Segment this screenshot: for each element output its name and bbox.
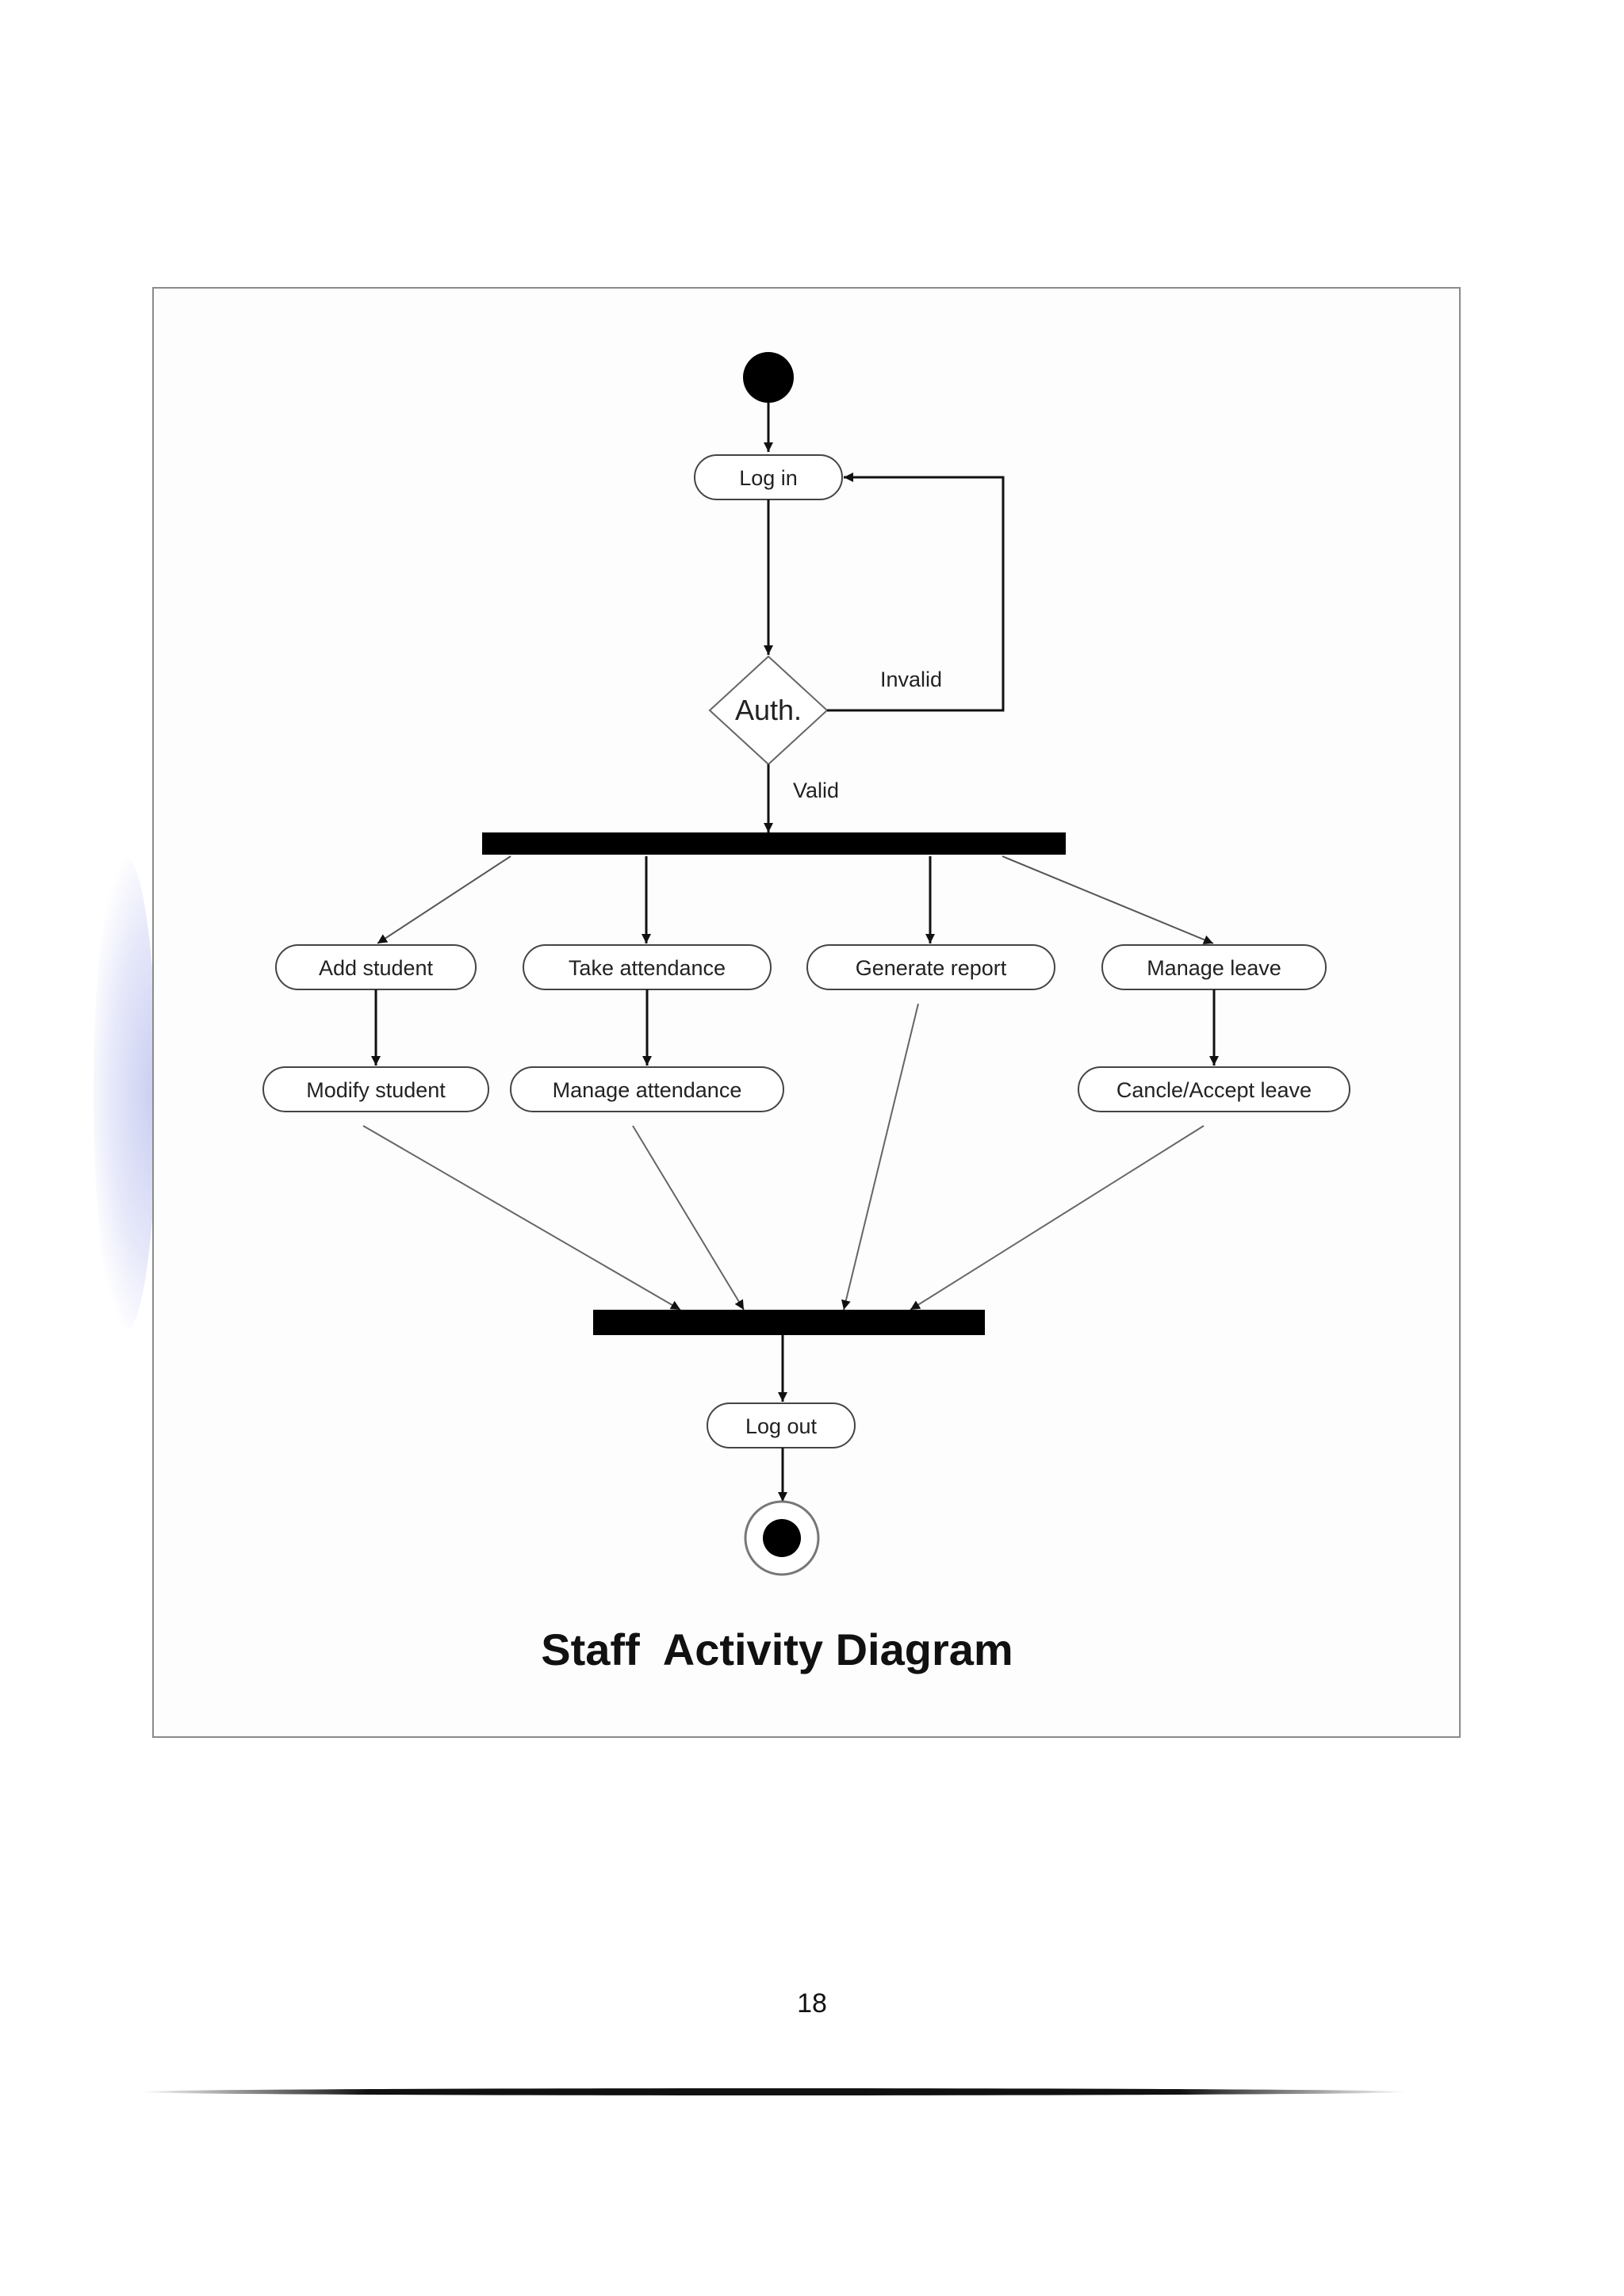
activity-generate-report: Generate report (806, 944, 1055, 990)
decision-auth-label: Auth. (735, 694, 802, 726)
activity-log-out-label: Log out (745, 1414, 818, 1438)
edge-label-invalid: Invalid (880, 668, 942, 691)
activity-manage-leave-label: Manage leave (1147, 956, 1281, 980)
activity-manage-attendance: Manage attendance (510, 1066, 784, 1112)
final-node (744, 1500, 820, 1576)
activity-manage-leave: Manage leave (1101, 944, 1327, 990)
activity-add-student: Add student (275, 944, 477, 990)
edge-fork-manage-leave (1002, 855, 1214, 944)
footer-divider (139, 2088, 1408, 2095)
activity-modify-student-label: Modify student (306, 1078, 446, 1102)
diagram-frame (152, 287, 1461, 1738)
edge-cancel-to-join (910, 1125, 1205, 1311)
activity-manage-attendance-label: Manage attendance (553, 1078, 742, 1102)
edge-generate-report-to-join (841, 1003, 919, 1311)
activity-log-out: Log out (707, 1402, 856, 1448)
decorative-watermark (94, 856, 157, 1332)
activity-cancel-accept-leave-label: Cancle/Accept leave (1116, 1078, 1312, 1102)
initial-node (743, 352, 794, 403)
edge-invalid-loop (827, 473, 1005, 712)
activity-cancel-accept-leave: Cancle/Accept leave (1078, 1066, 1350, 1112)
join-bar (593, 1310, 985, 1335)
edge-fork-add-student (377, 855, 511, 944)
activity-take-attendance: Take attendance (523, 944, 772, 990)
activity-modify-student: Modify student (262, 1066, 489, 1112)
activity-log-in-label: Log in (739, 466, 798, 490)
fork-bar (482, 832, 1066, 855)
edge-manage-attendance-to-join (632, 1125, 745, 1311)
activity-add-student-label: Add student (319, 956, 434, 980)
diagram-title: Staff Activity Diagram (541, 1624, 1013, 1674)
activity-log-in: Log in (694, 454, 843, 500)
edge-modify-to-join (362, 1125, 681, 1311)
edge-label-valid: Valid (793, 779, 839, 802)
decision-auth: Auth. (708, 655, 829, 766)
activity-generate-report-label: Generate report (856, 956, 1007, 980)
page-number: 18 (797, 1988, 827, 2019)
activity-take-attendance-label: Take attendance (569, 956, 726, 980)
